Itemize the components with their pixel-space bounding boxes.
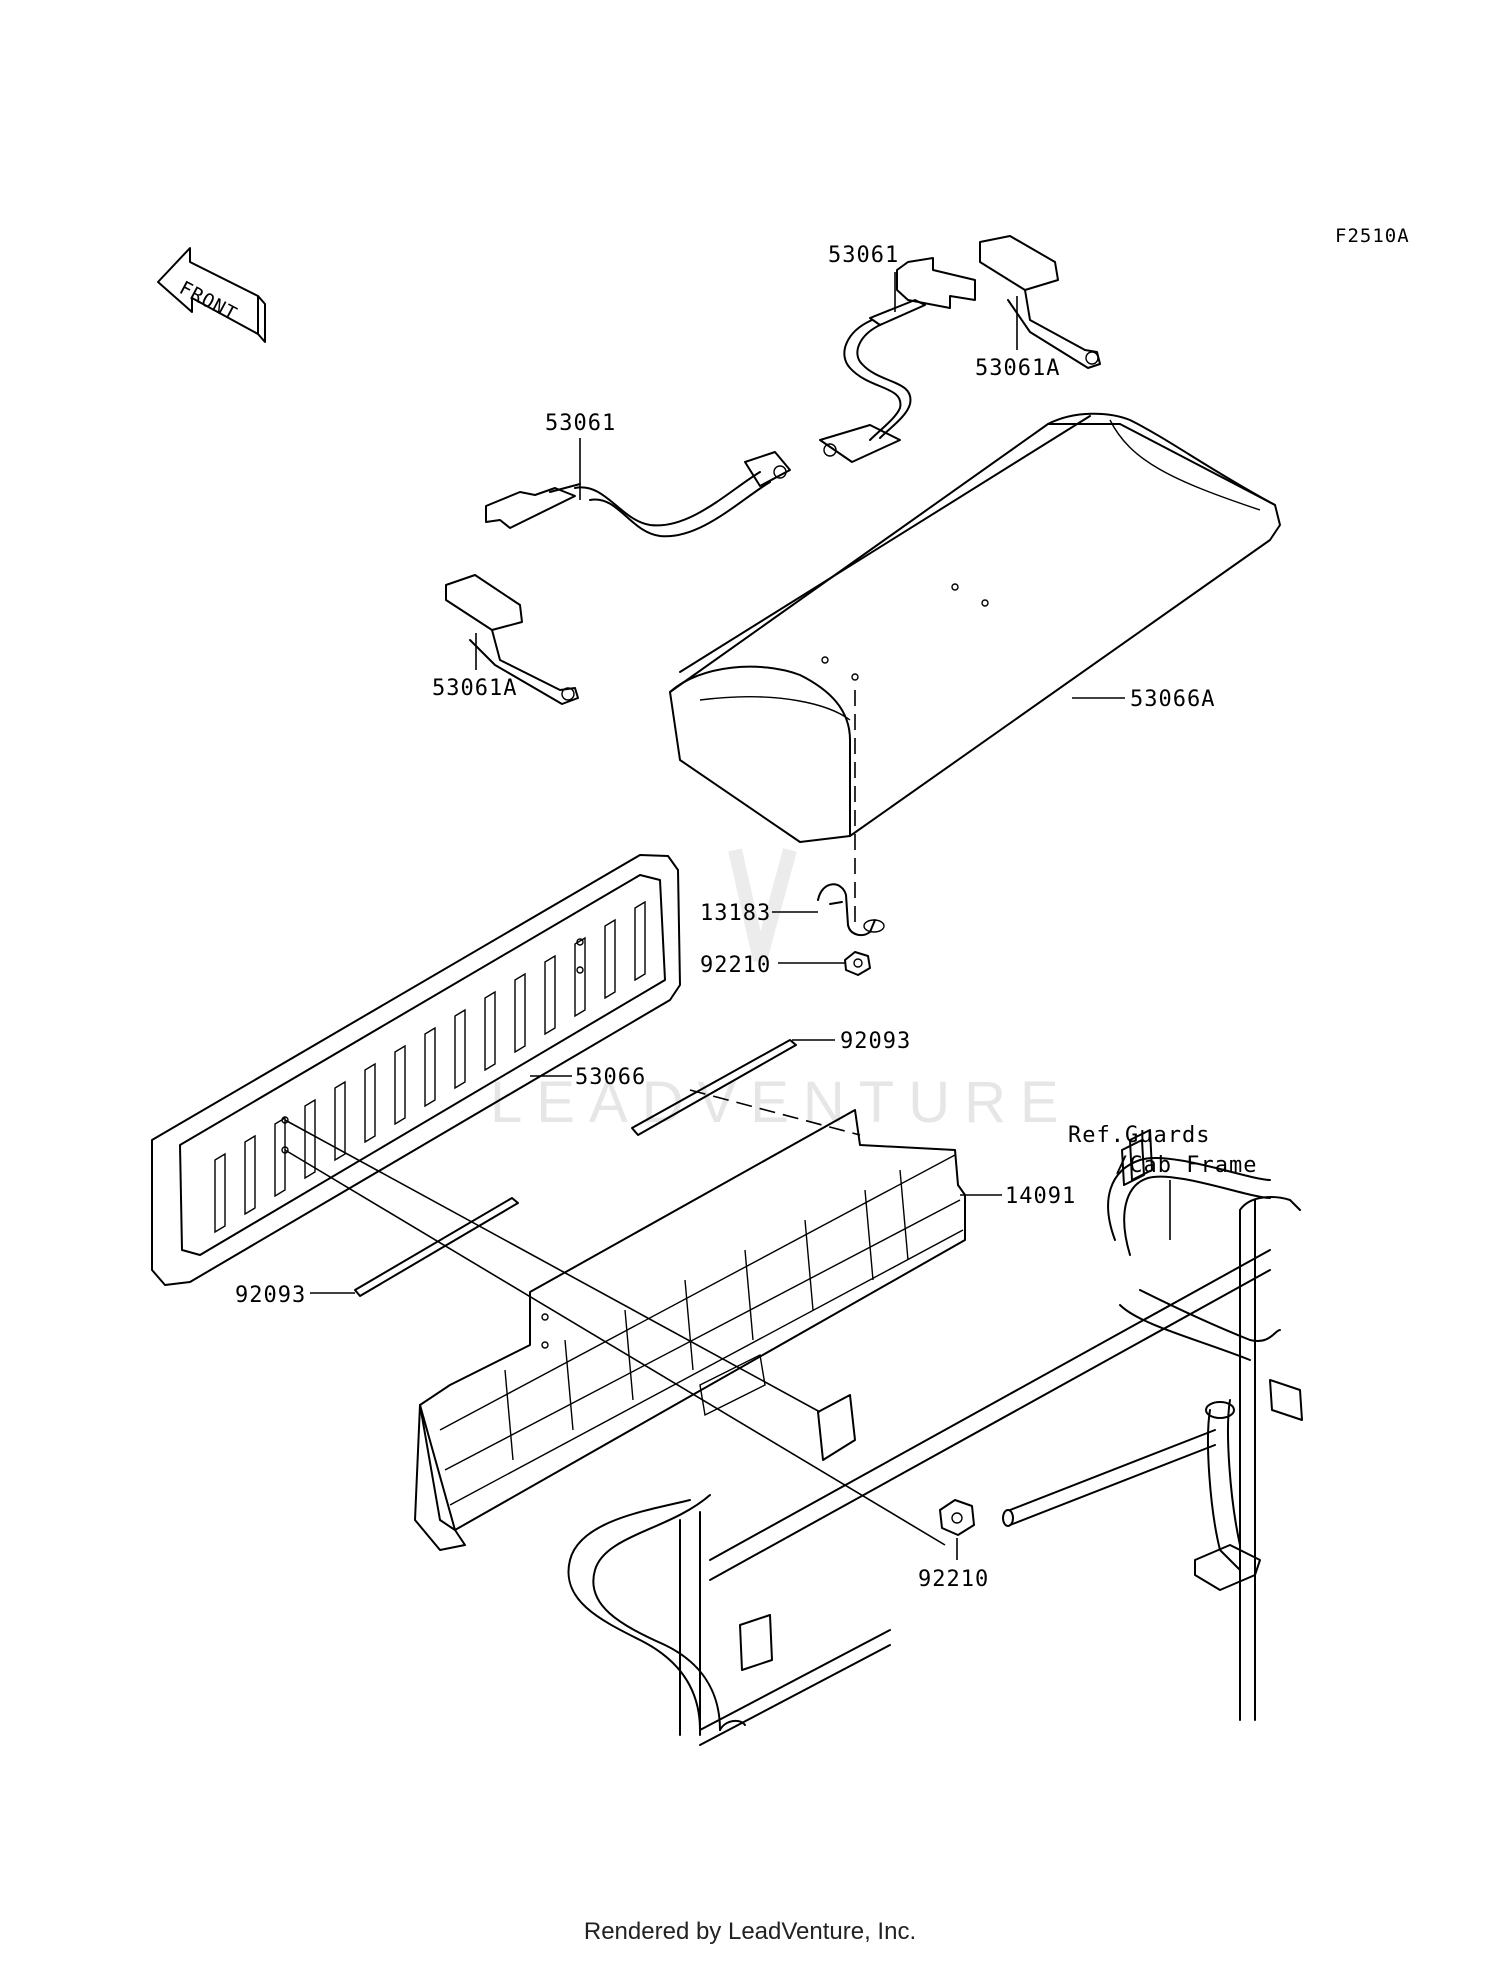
callout-53061-upper: 53061 [828,243,899,268]
callout-92093-lower: 92093 [235,1283,306,1308]
callout-92093-upper: 92093 [840,1029,911,1054]
callout-14091: 14091 [1005,1184,1076,1209]
strap-lower [485,451,791,538]
callout-13183: 13183 [700,901,771,926]
strap-lower-bracket [445,574,579,705]
callout-53061a-lower: 53061A [432,676,517,701]
callout-53066a: 53066A [1130,687,1215,712]
callout-53061-lower: 53061 [545,411,616,436]
diagram-code: F2510A [1335,225,1410,247]
callout-53066: 53066 [575,1065,646,1090]
nut-lower [939,1499,975,1536]
clamp [817,883,885,937]
seat-frame [414,1109,966,1551]
callout-92210-lower: 92210 [918,1567,989,1592]
front-label: FRONT [176,277,241,326]
watermark-text: LEADVENTURE [490,1070,1073,1135]
watermark: LEADVENTURE [490,848,1073,1135]
strap-upper-bracket [979,235,1101,369]
seat-cushion [669,412,1281,843]
front-arrow-icon: FRONT [157,247,266,343]
nut-upper [844,951,871,976]
callout-cab-frame: /Cab Frame [1115,1153,1257,1178]
callout-ref-guards: Ref.Guards [1068,1123,1210,1148]
footer-credit: Rendered by LeadVenture, Inc. [583,1918,917,1945]
pad-lower [354,1197,519,1297]
cab-frame [567,1129,1303,1746]
callout-53061a-upper: 53061A [975,356,1060,381]
backrest [151,854,681,1286]
callout-92210-upper: 92210 [700,953,771,978]
strap-upper [819,257,976,463]
pad-upper [631,1039,797,1136]
